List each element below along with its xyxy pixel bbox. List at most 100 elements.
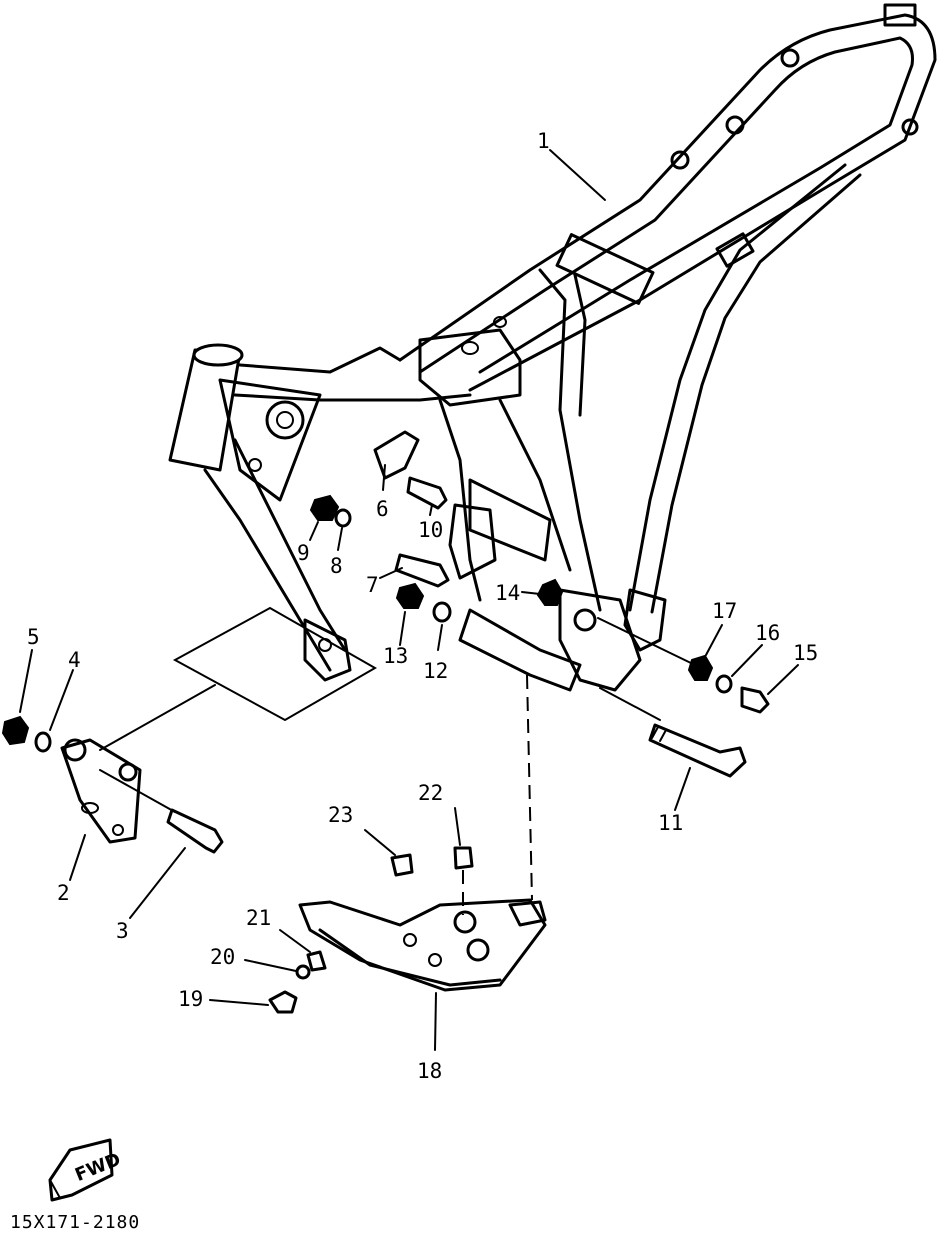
callout-23: 23: [328, 803, 353, 827]
frame-lower-center-tube-b: [498, 398, 572, 572]
callout-14: 14: [495, 581, 520, 605]
washer-20: [295, 964, 311, 980]
crossmember-bolt: [493, 316, 507, 328]
frame-rail-hole-1: [780, 48, 800, 68]
bolt-11: [648, 723, 747, 778]
gusset-hole-1: [265, 400, 305, 440]
callout-22: 22: [418, 781, 443, 805]
frame-rail-hole-3: [670, 150, 690, 170]
leader-lines: [19, 149, 799, 1051]
frame-rail-hole-2: [725, 115, 745, 135]
frame-top-rail-inner: [418, 36, 914, 374]
leader-16: [731, 644, 763, 677]
callout-11: 11: [658, 811, 683, 835]
frame-rear-down-tube: [628, 163, 847, 612]
leader-2: [69, 834, 86, 881]
pivot-tube: [458, 608, 582, 692]
callout-2: 2: [57, 881, 70, 905]
bracket-slot: [81, 802, 99, 814]
callout-12: 12: [423, 659, 448, 683]
pivot-axis-line-upper: [597, 617, 696, 666]
fwd-arrow-shape: [48, 1138, 114, 1202]
skid-plate-18: [298, 898, 547, 992]
leader-4: [49, 669, 74, 731]
bolt-10: [406, 476, 448, 510]
frame-gusset: [218, 378, 322, 502]
leader-6: [382, 464, 386, 491]
bracket-6: [373, 430, 420, 480]
leader-23: [364, 829, 396, 856]
leader-9: [309, 521, 319, 541]
callout-9: 9: [297, 541, 310, 565]
leader-10: [429, 504, 433, 516]
leader-7: [379, 567, 403, 579]
frame-assembly: [168, 3, 937, 692]
callout-labels: 1 2 3 4 5 6 7 8 9 10 11 12 13 14 15 16 1…: [27, 129, 818, 1083]
skid-hole-2: [466, 938, 490, 962]
skid-hole-1: [453, 910, 477, 934]
mount-plate-center: [448, 503, 497, 580]
skid-plate-lower-edge: [318, 928, 502, 987]
head-tube-top: [192, 343, 244, 367]
collar-21: [306, 950, 327, 972]
frame-seat-strut: [538, 268, 602, 612]
frame-rail-clip: [715, 232, 755, 268]
leader-22: [454, 807, 461, 846]
leader-17: [705, 624, 723, 656]
callout-16: 16: [755, 621, 780, 645]
nut-5: [1, 715, 30, 746]
leader-18: [434, 992, 437, 1051]
leader-20: [244, 959, 297, 972]
washer-4: [34, 731, 52, 753]
leader-13: [399, 611, 406, 646]
callout-21: 21: [246, 906, 271, 930]
frame-crossmember: [418, 328, 522, 407]
leader-1: [549, 149, 606, 201]
bracket-hole-top: [63, 738, 87, 762]
frame-top-rail-outer: [398, 13, 937, 392]
figure-code: 15X171-2180: [10, 1212, 140, 1233]
leader-12: [437, 624, 443, 651]
leader-21: [279, 929, 311, 953]
crossmember-hole: [461, 341, 479, 355]
bolt-3-axis: [99, 769, 176, 813]
nut-9: [309, 494, 340, 521]
skid-hole-4: [403, 933, 417, 947]
callout-17: 17: [712, 599, 737, 623]
pivot-axis-line-lower: [599, 687, 661, 721]
bolt-22: [453, 846, 474, 870]
skid-plate-group: [268, 674, 547, 1014]
gusset-hole-1-inner: [276, 411, 294, 429]
right-fasteners: [597, 617, 770, 778]
washer-12: [432, 601, 452, 623]
callout-20: 20: [210, 945, 235, 969]
collar-23: [390, 853, 414, 877]
bolt-7: [394, 553, 450, 588]
frame-rear-hook: [883, 3, 917, 27]
leader-15: [767, 664, 799, 695]
bolt-19: [268, 990, 298, 1014]
leader-11: [674, 767, 691, 811]
pivot-hole: [573, 608, 597, 632]
callout-10: 10: [418, 518, 443, 542]
fwd-arrow-side: [49, 1179, 73, 1200]
skid-mount-tab: [508, 900, 547, 927]
skid-hole-3: [428, 953, 442, 967]
bracket-hole-low: [112, 824, 124, 836]
leader-8: [337, 527, 343, 551]
callout-8: 8: [330, 554, 343, 578]
frame-main-spine: [238, 346, 402, 374]
leader-5: [19, 649, 33, 713]
leader-3: [129, 847, 186, 919]
engine-bracket-group: [1, 606, 378, 854]
frame-head-tube: [168, 348, 242, 472]
bracket-axis-line: [99, 684, 216, 751]
gusset-hole-2: [248, 458, 262, 472]
callout-19: 19: [178, 987, 203, 1011]
frame-main-spine-lower: [233, 393, 472, 402]
washer-16: [715, 674, 733, 694]
bolt-11-thread-2: [659, 729, 667, 742]
engine-bracket-plate: [60, 738, 142, 844]
